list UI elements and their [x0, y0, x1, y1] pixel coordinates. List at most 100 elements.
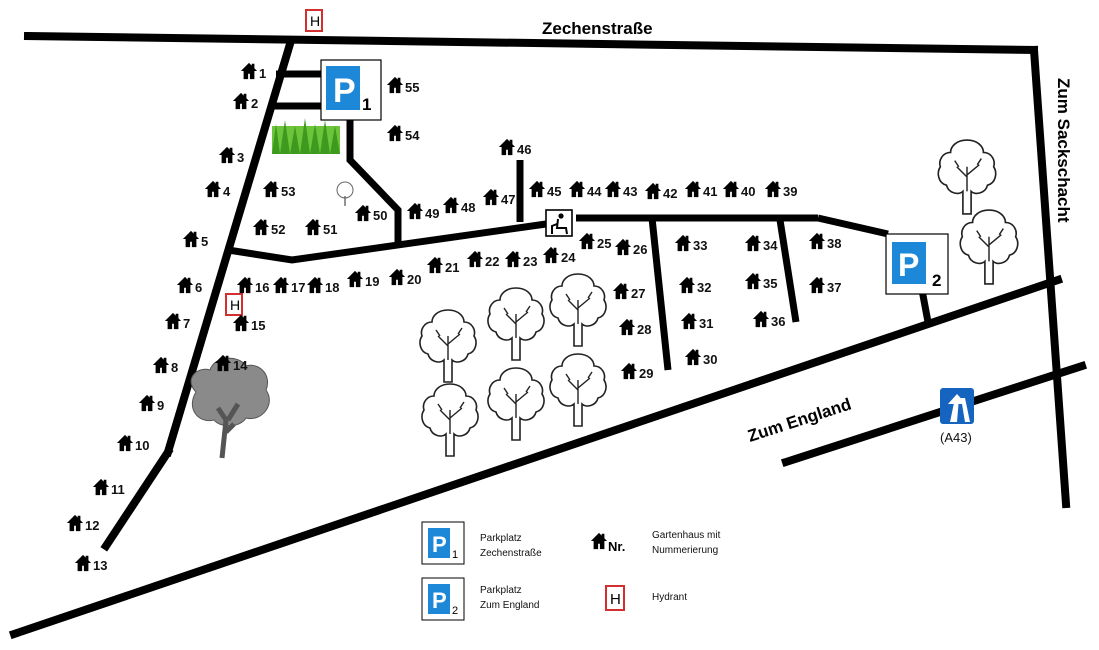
house-icon	[386, 124, 404, 142]
house-number: 34	[763, 238, 778, 253]
garden-paths	[227, 70, 932, 371]
house-number: 45	[547, 184, 561, 199]
svg-text:P: P	[432, 588, 447, 613]
house-number: 44	[587, 184, 602, 199]
house-number: 52	[271, 222, 285, 237]
house-number: 31	[699, 316, 713, 331]
house-icon	[354, 204, 372, 222]
house-icon	[74, 554, 92, 572]
motorway-sign: (A43)	[940, 388, 974, 445]
house-icon	[808, 276, 826, 294]
parking-2: P 2	[885, 233, 949, 295]
house-icon	[498, 138, 516, 156]
hydrant-icon	[605, 585, 625, 611]
svg-text:Parkplatz: Parkplatz	[480, 533, 522, 544]
house-icon	[620, 362, 638, 380]
house-number: 47	[501, 192, 515, 207]
house-icon	[204, 180, 222, 198]
garden-house: 52	[252, 218, 285, 237]
garden-house: 2	[232, 92, 258, 111]
house-icon	[680, 312, 698, 330]
house-number: 41	[703, 184, 717, 199]
road-zum-sackschacht	[1029, 45, 1071, 509]
svg-text:1: 1	[362, 95, 371, 114]
garden-house: 11	[92, 478, 125, 497]
house-number: 6	[195, 280, 202, 295]
garden-house: 47	[482, 188, 515, 207]
garden-house: 28	[618, 318, 651, 337]
house-icon	[764, 180, 782, 198]
house-icon	[232, 92, 250, 110]
house-icon	[232, 314, 250, 332]
house-number: 50	[373, 208, 387, 223]
svg-text:Gartenhaus mit: Gartenhaus mit	[652, 530, 721, 541]
house-number: 14	[233, 358, 248, 373]
house-number: 39	[783, 184, 797, 199]
garden-house: 12	[66, 514, 99, 533]
hydrant-top: H	[305, 9, 323, 32]
road-label-zechenstrasse: Zechenstraße	[542, 19, 653, 38]
house-icon	[578, 232, 596, 250]
tree-icon	[421, 383, 479, 457]
garden-house: 1	[240, 62, 266, 81]
house-icon	[684, 180, 702, 198]
house-icon	[346, 270, 364, 288]
house-icon	[604, 180, 622, 198]
house-number: 18	[325, 280, 339, 295]
svg-text:Hydrant: Hydrant	[652, 592, 687, 603]
house-number: 38	[827, 236, 841, 251]
road-zechenstrasse	[23, 31, 1039, 55]
parking-icon	[428, 584, 450, 614]
svg-text:Zum England: Zum England	[480, 600, 539, 611]
garden-house: 41	[684, 180, 717, 199]
garden-house: 10	[116, 434, 149, 453]
house-icon	[612, 282, 630, 300]
garden-house: 45	[528, 180, 561, 199]
house-icon	[744, 234, 762, 252]
house-icon	[92, 478, 110, 496]
house-icon	[482, 188, 500, 206]
road-west-path-lower	[100, 446, 174, 552]
house-number: 40	[741, 184, 755, 199]
house-number: 12	[85, 518, 99, 533]
garden-house: 55	[386, 76, 419, 95]
svg-text:2: 2	[452, 605, 458, 617]
garden-house: 21	[426, 256, 459, 275]
house-icon	[504, 250, 522, 268]
svg-text:H: H	[230, 297, 240, 313]
house-icon	[176, 276, 194, 294]
path-to-parking-2	[817, 214, 889, 238]
house-number: 16	[255, 280, 269, 295]
garden-house: 44	[568, 180, 602, 199]
parking-icon	[326, 66, 360, 110]
svg-text:H: H	[310, 13, 320, 29]
house-number: 9	[157, 398, 164, 413]
parking-icon	[892, 242, 926, 284]
path-main-west	[227, 220, 547, 264]
garden-house: 32	[678, 276, 711, 295]
road-zum-england	[8, 274, 1064, 640]
house-number: 49	[425, 206, 439, 221]
garden-house: 36	[752, 310, 785, 329]
house-icon	[614, 238, 632, 256]
house-icon	[808, 232, 826, 250]
house-icon	[252, 218, 270, 236]
house-icon	[528, 180, 546, 198]
garden-house: 39	[764, 180, 797, 199]
house-icon	[674, 234, 692, 252]
tree-icon	[487, 287, 545, 361]
house-icon	[218, 146, 236, 164]
tree-grove	[419, 139, 1019, 457]
house-icon	[466, 250, 484, 268]
house-number: 27	[631, 286, 645, 301]
house-icon	[618, 318, 636, 336]
garden-house: 22	[466, 250, 499, 269]
house-number: 32	[697, 280, 711, 295]
garden-house: 34	[744, 234, 778, 253]
path-parking-1-south	[346, 120, 402, 244]
house-icon	[426, 256, 444, 274]
garden-house: 49	[406, 202, 439, 221]
path-south-29	[648, 217, 672, 371]
house-number: 48	[461, 200, 475, 215]
garden-house: 29	[620, 362, 653, 381]
